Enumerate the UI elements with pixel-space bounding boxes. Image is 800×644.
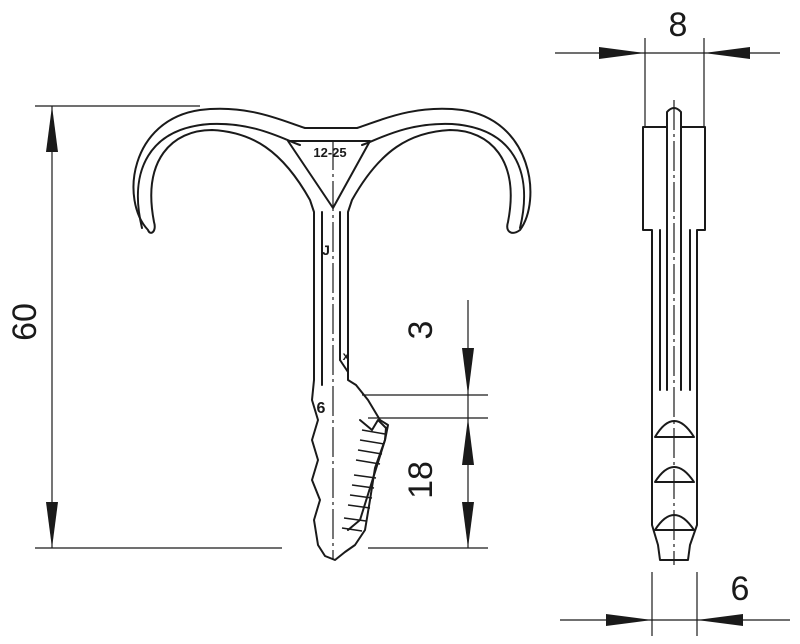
dowel-size-marking: 6 bbox=[317, 400, 326, 417]
cross-marking: x bbox=[343, 349, 350, 363]
dimension-60: 60 bbox=[6, 105, 282, 549]
letter-marking: J bbox=[322, 242, 330, 258]
clip-side-view bbox=[642, 100, 706, 565]
dimension-3-18: 3 18 bbox=[362, 300, 488, 549]
dimension-60-label: 60 bbox=[6, 303, 44, 341]
dimension-6: 6 bbox=[560, 570, 790, 636]
dowel-thread bbox=[341, 429, 386, 532]
size-range-marking: 12-25 bbox=[313, 145, 346, 160]
dimension-6-label: 6 bbox=[731, 570, 750, 608]
dimension-8: 8 bbox=[555, 6, 780, 127]
dimension-18-label: 18 bbox=[402, 461, 440, 499]
dimension-3-label: 3 bbox=[402, 321, 440, 340]
clip-front-view: 12-25 J x 6 bbox=[132, 107, 532, 561]
dimension-8-label: 8 bbox=[669, 6, 688, 44]
